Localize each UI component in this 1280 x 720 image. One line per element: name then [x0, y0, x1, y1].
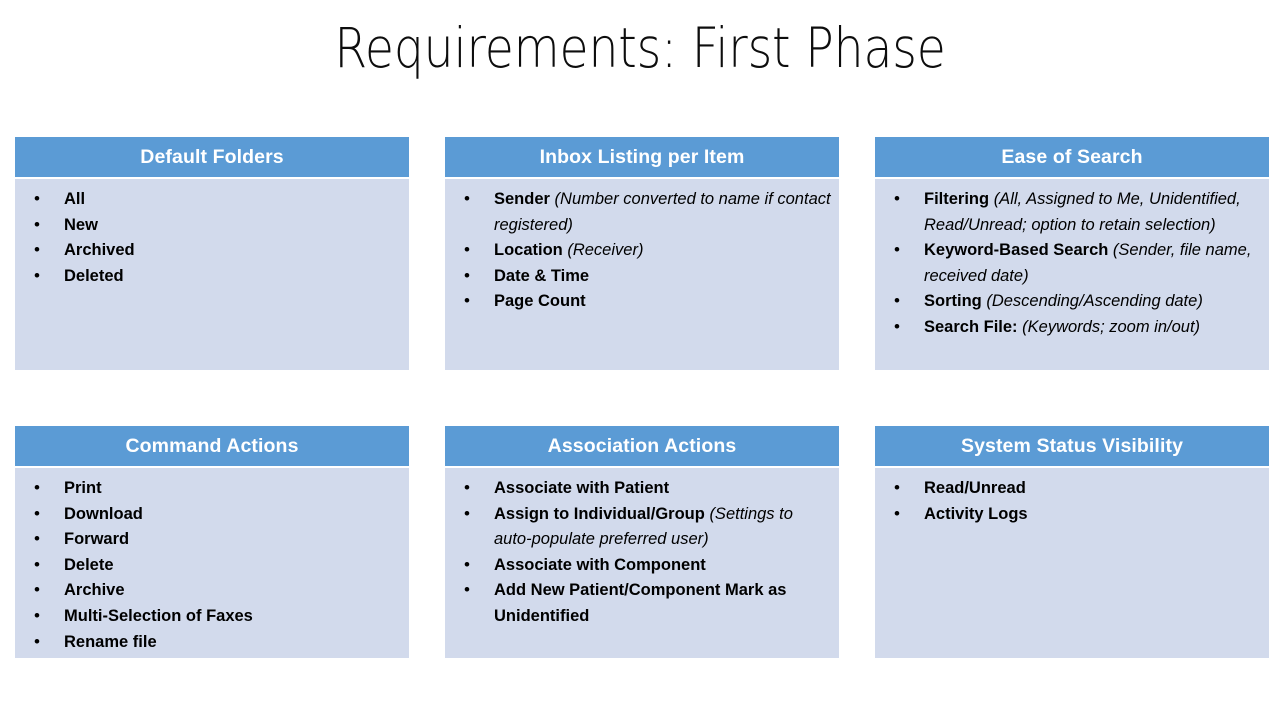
list-item-label: Archive	[64, 581, 125, 600]
list-item: Sender (Number converted to name if cont…	[453, 186, 831, 238]
list-item-label: Read/Unread	[924, 479, 1026, 497]
list-item-label: Download	[64, 504, 143, 523]
list-item: Page Count	[453, 288, 831, 315]
bullet-list: Associate with PatientAssign to Individu…	[453, 475, 831, 630]
card-body-command-actions: PrintDownloadForwardDeleteArchiveMulti-S…	[15, 468, 409, 658]
list-item: Keyword-Based Search (Sender, file name,…	[883, 237, 1261, 289]
card-system-status-visibility: System Status VisibilityRead/UnreadActiv…	[875, 426, 1269, 658]
page-title: Requirements: First Phase	[334, 16, 946, 80]
card-default-folders: Default FoldersAllNewArchivedDeleted	[15, 137, 409, 370]
list-item: Activity Logs	[883, 501, 1261, 528]
list-item: Deleted	[23, 263, 401, 290]
list-item-label: Keyword-Based Search	[924, 241, 1109, 260]
list-item-label: Search File:	[924, 317, 1018, 336]
list-item-label: Date & Time	[494, 266, 590, 285]
list-item: Print	[23, 475, 401, 502]
list-item-label: Assign to Individual/Group	[494, 504, 705, 523]
card-inbox-listing-per-item: Inbox Listing per ItemSender (Number con…	[445, 137, 839, 370]
list-item-note: (Settings to auto-populate preferred use…	[494, 504, 793, 549]
list-item-label: Location	[494, 241, 563, 260]
list-item-label: Add New Patient/Component Mark as Uniden…	[494, 581, 787, 625]
list-item: Search File: (Keywords; zoom in/out)	[883, 314, 1261, 341]
bullet-list: Sender (Number converted to name if cont…	[453, 186, 831, 315]
list-item-note: (Sender, file name, received date)	[924, 241, 1252, 285]
requirements-card-grid: Default FoldersAllNewArchivedDeletedInbo…	[15, 137, 1269, 658]
card-command-actions: Command ActionsPrintDownloadForwardDelet…	[15, 426, 409, 658]
list-item: Archived	[23, 237, 401, 264]
list-item: Associate with Patient	[453, 475, 831, 502]
card-header-system-status-visibility: System Status Visibility	[875, 426, 1269, 466]
bullet-list: AllNewArchivedDeleted	[23, 186, 401, 290]
card-header-ease-of-search: Ease of Search	[875, 137, 1269, 177]
card-body-inbox-listing-per-item: Sender (Number converted to name if cont…	[445, 179, 839, 370]
list-item-note: (Descending/Ascending date)	[986, 292, 1203, 311]
list-item: Archive	[23, 577, 401, 604]
card-body-system-status-visibility: Read/UnreadActivity Logs	[875, 468, 1269, 658]
bullet-list: Filtering (All, Assigned to Me, Unidenti…	[883, 186, 1261, 341]
card-association-actions: Association ActionsAssociate with Patien…	[445, 426, 839, 658]
list-item-note: (Receiver)	[567, 241, 644, 260]
list-item: Add New Patient/Component Mark as Uniden…	[453, 577, 831, 629]
list-item-label: New	[64, 215, 98, 234]
list-item-note: (All, Assigned to Me, Unidentified, Read…	[924, 190, 1241, 234]
list-item-label: Forward	[64, 530, 130, 549]
list-item-label: Multi-Selection of Faxes	[64, 606, 253, 625]
list-item-label: All	[64, 190, 86, 208]
list-item-label: Sender	[494, 190, 550, 208]
list-item-label: Print	[64, 479, 102, 497]
list-item: Download	[23, 501, 401, 528]
list-item-label: Filtering	[924, 190, 990, 208]
card-body-ease-of-search: Filtering (All, Assigned to Me, Unidenti…	[875, 179, 1269, 370]
list-item-note: (Keywords; zoom in/out)	[1022, 317, 1201, 336]
list-item-label: Archived	[64, 241, 135, 260]
list-item: Date & Time	[453, 263, 831, 290]
list-item: Filtering (All, Assigned to Me, Unidenti…	[883, 186, 1261, 238]
list-item-label: Rename file	[64, 632, 157, 651]
list-item-label: Associate with Component	[494, 555, 706, 574]
list-item-label: Associate with Patient	[494, 479, 670, 497]
list-item: New	[23, 212, 401, 239]
list-item-label: Page Count	[494, 292, 586, 311]
list-item-label: Sorting	[924, 292, 982, 311]
list-item: Sorting (Descending/Ascending date)	[883, 288, 1261, 315]
list-item: All	[23, 186, 401, 213]
card-ease-of-search: Ease of SearchFiltering (All, Assigned t…	[875, 137, 1269, 370]
list-item: Assign to Individual/Group (Settings to …	[453, 501, 831, 553]
list-item: Multi-Selection of Faxes	[23, 603, 401, 630]
list-item: Forward	[23, 526, 401, 553]
card-body-default-folders: AllNewArchivedDeleted	[15, 179, 409, 370]
card-header-default-folders: Default Folders	[15, 137, 409, 177]
list-item-label: Activity Logs	[924, 504, 1028, 523]
list-item: Associate with Component	[453, 552, 831, 579]
card-header-association-actions: Association Actions	[445, 426, 839, 466]
list-item: Rename file	[23, 629, 401, 656]
bullet-list: PrintDownloadForwardDeleteArchiveMulti-S…	[23, 475, 401, 656]
card-header-command-actions: Command Actions	[15, 426, 409, 466]
list-item-label: Deleted	[64, 266, 124, 285]
list-item-label: Delete	[64, 555, 114, 574]
list-item-note: (Number converted to name if contact reg…	[494, 190, 831, 234]
list-item: Delete	[23, 552, 401, 579]
card-header-inbox-listing-per-item: Inbox Listing per Item	[445, 137, 839, 177]
card-body-association-actions: Associate with PatientAssign to Individu…	[445, 468, 839, 658]
list-item: Location (Receiver)	[453, 237, 831, 264]
list-item: Read/Unread	[883, 475, 1261, 502]
bullet-list: Read/UnreadActivity Logs	[883, 475, 1261, 528]
